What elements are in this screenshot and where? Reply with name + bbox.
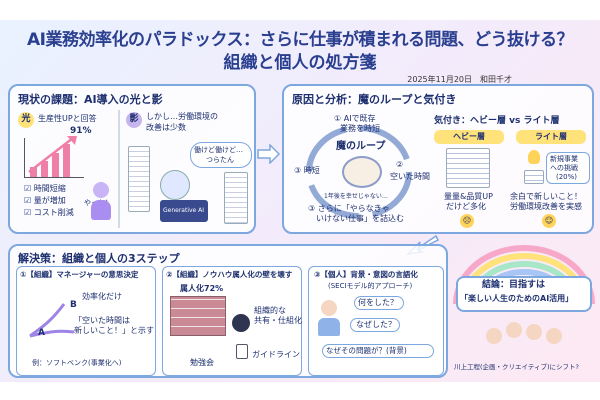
step3-q1: 何をした？ — [358, 298, 398, 307]
aware-title: 気付き：ヘビー層 vs ライト層 — [434, 116, 560, 126]
heavy-label: ヘビー層 — [434, 130, 504, 144]
loop-step3-2: いけない仕事」を詰込む — [316, 214, 404, 223]
happy-person-icon — [90, 182, 112, 222]
heavy-note-2: だけど多化 — [446, 202, 486, 211]
arrow-right-icon — [257, 144, 280, 164]
question-bubble-1 — [354, 296, 404, 310]
check-list: ☑ 時間短縮 ☑ 量が増加 ☑ コスト削減 — [24, 184, 74, 220]
hamster-wheel-icon — [342, 156, 382, 188]
conclusion-quote: 「楽しい人生のためのAI活用」 — [460, 294, 574, 303]
solution-heading: 解決策：組織と個人の3ステップ — [18, 252, 180, 265]
bubble-text-1: 働けど働けど… — [194, 146, 243, 154]
brick-wall — [170, 296, 226, 336]
conclusion-credit: 川上工程(企画・クリエイティブ)にシフト? — [454, 363, 580, 371]
divider — [118, 110, 120, 228]
bar-3 — [52, 153, 59, 177]
step3-title-2: (SECIモデル的アプローチ) — [328, 282, 413, 290]
step2-guide: ガイドライン — [252, 350, 300, 359]
challenge-1: 新規事業 — [550, 155, 578, 163]
light-note-2: 労働環境改善を実感 — [510, 202, 582, 211]
paper-stack-right — [224, 172, 248, 224]
tired-person-icon — [160, 170, 190, 200]
paper-stack-left — [128, 146, 150, 212]
path-b-text: 効率化だけ — [82, 292, 122, 301]
shadow-text-2: 改善は少数 — [146, 123, 186, 132]
step1-example: 例：ソフトベンク(事業化へ) — [32, 359, 122, 367]
path-b-label: B — [70, 300, 77, 310]
bar-4 — [63, 144, 70, 177]
current-heading: 現状の課題：AI導入の光と影 — [18, 93, 163, 106]
wrecking-ball-icon — [232, 314, 250, 332]
conclusion-area: 結論：目指すは 「楽しい人生のためのAI活用」 川上工程(企画・クリエイティブ)… — [452, 244, 596, 378]
loop-step1-2: 業務を時短 — [340, 124, 380, 133]
lightbulb-icon — [528, 150, 540, 164]
light-label: ライト層 — [516, 130, 586, 144]
bar-1 — [30, 167, 37, 177]
shadow-tag: 影 — [126, 112, 142, 128]
loop-arrows — [306, 125, 412, 219]
step2-note-1: 組織的な — [254, 306, 286, 315]
cause-panel: 原因と分析：魔のループと気付き ① AIで既存 業務を時短 魔のループ ② 空い… — [282, 84, 594, 234]
bar-chart — [24, 136, 84, 178]
check-item: ☑ 時間短縮 — [24, 184, 66, 193]
main-title: AI業務効率化のパラドックス：さらに仕事が積まれる問題、どう抜ける？ — [27, 30, 573, 50]
question-bubble-3 — [322, 344, 434, 358]
conclusion-label: 結論：目指すは — [482, 280, 546, 290]
light-note-1: 余白で新しいこと！ — [510, 192, 582, 201]
step2-title: ②【組織】ノウハウ属人化の壁を壊す — [166, 270, 293, 279]
monitor: Generative AI — [160, 200, 208, 222]
step3-q3: なぜその問題が？(背景) — [326, 346, 407, 355]
step2-note-2: 共有・仕組化 — [254, 316, 302, 325]
challenge-2: への挑戦 — [550, 164, 578, 172]
challenge-box — [546, 152, 590, 184]
step1-quote-1: 「空いた時間は — [74, 316, 130, 325]
step2-percent: 属人化72% — [180, 284, 224, 293]
light-stack — [524, 170, 544, 184]
step3-q2: なぜした？ — [356, 320, 396, 329]
step3-title-1: ③【個人】背景・意図の言語化 — [314, 270, 418, 279]
check-item: ☑ 量が増加 — [24, 196, 66, 205]
sub-title: 組織と個人の処方箋 — [223, 53, 377, 73]
monitor-text: Generative AI — [163, 207, 205, 214]
conclusion-box — [456, 276, 592, 312]
step1-title: ①【組織】マネージャーの意思決定 — [20, 270, 139, 279]
step2-study: 勉強会 — [190, 358, 214, 367]
solution-panel: 解決策：組織と個人の3ステップ ①【組織】マネージャーの意思決定 A B 効率化… — [8, 244, 448, 378]
loop-step3-1: ③ さらに「やらなきゃ — [308, 204, 390, 213]
loop-title: 魔のループ — [336, 141, 386, 152]
step1-card — [16, 266, 156, 376]
document-icon — [236, 344, 248, 359]
inner-note: 1年後を幸せじゃない… — [324, 193, 388, 200]
bubble-text-2: つらたん — [206, 156, 234, 164]
cause-heading: 原因と分析：魔のループと気付き — [292, 93, 457, 106]
loop-step2-2: 空いた時間 — [390, 172, 430, 181]
step1-quote-2: 新しいこと！」と示す — [74, 326, 154, 335]
shadow-text-1: しかし…労働環境の — [146, 112, 218, 121]
trend-arrow-icon — [28, 136, 77, 173]
date-author: 2025年11月20日 和田千才 — [407, 75, 512, 84]
speech-bubble — [190, 142, 252, 168]
loop-step1-1: ① AIで既存 — [334, 114, 376, 123]
decision-path-icon — [29, 303, 75, 338]
current-panel: 現状の課題：AI導入の光と影 光 生産性UPと回答 91% ☑ 時間短縮 ☑ 量… — [8, 84, 256, 234]
path-a-label: A — [38, 328, 45, 338]
loop-step2-1: ② — [396, 160, 404, 169]
question-bubble-2 — [350, 318, 400, 332]
light-tag: 光 — [18, 112, 34, 128]
smile-face-icon: ☺ — [542, 214, 556, 228]
check-item: ☑ コスト削減 — [24, 208, 74, 217]
bar-2 — [41, 161, 48, 177]
challenge-3: (20%) — [556, 173, 578, 181]
sad-face-icon: ☹ — [460, 214, 474, 228]
light-percent: 91% — [70, 126, 92, 136]
infographic-board: AI業務効率化のパラドックス：さらに仕事が積まれる問題、どう抜ける？ 組織と個人… — [0, 20, 600, 382]
loop-center: ③ 時短 — [294, 166, 320, 175]
heavy-note-1: 量量&品質UP — [444, 192, 493, 201]
heavy-stack — [446, 148, 490, 188]
thinking-person-icon — [316, 300, 342, 336]
group-people-icon — [486, 322, 566, 354]
light-text: 生産性UPと回答 — [38, 114, 97, 123]
